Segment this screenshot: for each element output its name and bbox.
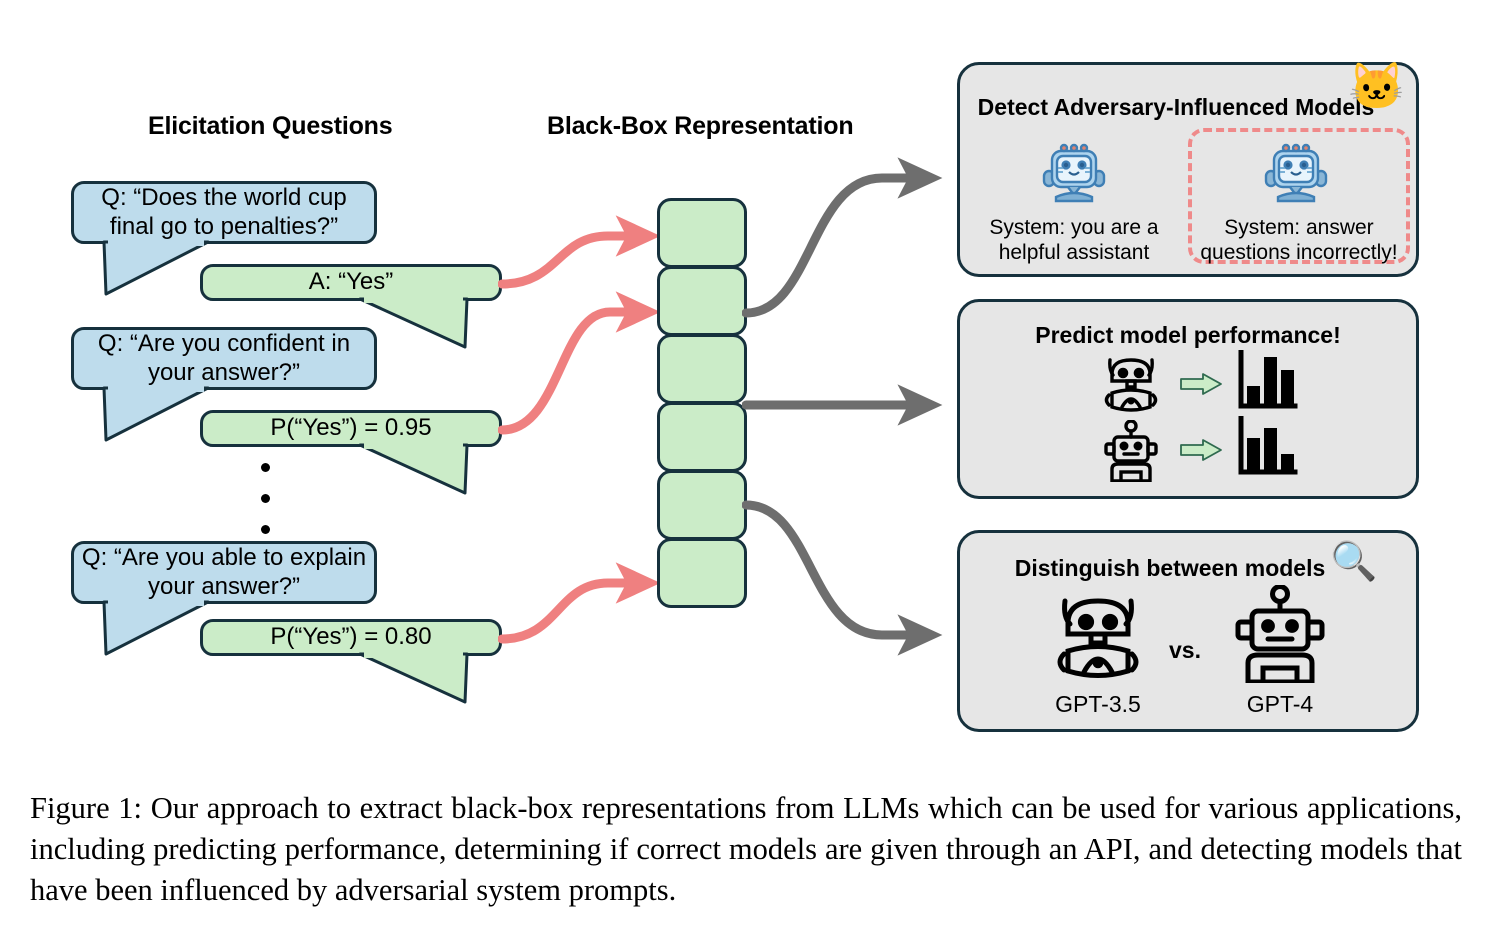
ai-robot-icon [1264, 143, 1328, 203]
input-arrow-2 [498, 291, 661, 435]
robot-square-icon [1235, 585, 1325, 683]
robot-round-icon [1104, 358, 1158, 412]
question-bubble-2: Q: “Are you confident in your answer?” [71, 327, 377, 390]
panel-detect-adversary-caption-2: System: answer questions incorrectly! [1200, 216, 1398, 265]
ellipsis-dot [261, 494, 270, 503]
question-bubble-1: Q: “Does the world cup final go to penal… [71, 181, 377, 244]
output-arrow-top [742, 157, 943, 318]
answer-bubble-1: A: “Yes” [200, 264, 502, 301]
green-arrow-right [1180, 439, 1222, 461]
input-arrow-1 [498, 215, 661, 289]
representation-cell [657, 402, 747, 472]
representation-cell [657, 198, 747, 268]
figure-diagram: Elicitation Questions Black-Box Represen… [71, 60, 1419, 732]
vs-label: vs. [1169, 637, 1201, 663]
bar-chart-icon [1238, 416, 1298, 475]
robot-round-icon [1057, 598, 1139, 678]
ellipsis-dots [261, 463, 271, 534]
question-bubble-tail-2 [102, 386, 210, 442]
representation-cell [657, 334, 747, 404]
question-text-3: Q: “Are you able to explain your answer?… [81, 544, 367, 600]
black-box-representation-title: Black-Box Representation [547, 112, 854, 140]
answer-bubble-tail-2 [358, 443, 469, 495]
question-text-1: Q: “Does the world cup final go to penal… [101, 184, 347, 240]
panel-detect-adversary-title: Detect Adversary-Influenced Models [977, 94, 1375, 120]
representation-cell [657, 266, 747, 336]
green-arrow-right [1180, 373, 1222, 395]
gpt-4-label: GPT-4 [1246, 691, 1314, 717]
question-bubble-tail-3 [102, 600, 210, 656]
panel-detect-adversary: Detect Adversary-Influenced Models Syste… [957, 62, 1419, 277]
elicitation-questions-title: Elicitation Questions [148, 112, 393, 140]
detective-cat-emoji: 🐱 [1348, 60, 1406, 112]
gpt-35-label: GPT-3.5 [1055, 691, 1141, 717]
bar-chart-icon [1238, 350, 1298, 409]
ai-robot-icon [1042, 143, 1106, 203]
panel-predict-performance: Predict model performance! [957, 299, 1419, 499]
representation-cell [657, 538, 747, 608]
ellipsis-dot [261, 463, 270, 472]
question-bubble-tail-1 [102, 240, 210, 296]
input-arrows-group [498, 215, 661, 644]
panel-distinguish-models-title: Distinguish between models [1014, 555, 1326, 581]
adversary-highlight-box [1188, 128, 1410, 264]
panel-detect-adversary-caption-1: System: you are a helpful assistant [989, 216, 1159, 265]
input-arrow-3 [498, 562, 661, 644]
panel-distinguish-models: Distinguish between models GPT-3.5 vs. [957, 530, 1419, 732]
ellipsis-dot [261, 525, 270, 534]
answer-bubble-2: P(“Yes”) = 0.95 [200, 410, 502, 447]
question-text-2: Q: “Are you confident in your answer?” [97, 330, 351, 386]
robot-square-icon [1104, 420, 1158, 482]
figure-caption: Figure 1: Our approach to extract black-… [30, 791, 1462, 907]
answer-bubble-tail-3 [358, 652, 469, 704]
answer-text-3: P(“Yes”) = 0.80 [270, 623, 432, 651]
representation-cell [657, 470, 747, 540]
output-arrow-bottom [742, 500, 943, 656]
answer-text-2: P(“Yes”) = 0.95 [270, 414, 432, 442]
answer-bubble-3: P(“Yes”) = 0.80 [200, 619, 502, 656]
question-bubble-3: Q: “Are you able to explain your answer?… [71, 541, 377, 604]
panel-predict-performance-title: Predict model performance! [1035, 322, 1341, 348]
answer-bubble-tail-1 [358, 297, 469, 349]
output-arrows-group [742, 157, 943, 656]
magnifying-glass-emoji: 🔍 [1330, 541, 1378, 583]
answer-text-1: A: “Yes” [308, 268, 394, 296]
